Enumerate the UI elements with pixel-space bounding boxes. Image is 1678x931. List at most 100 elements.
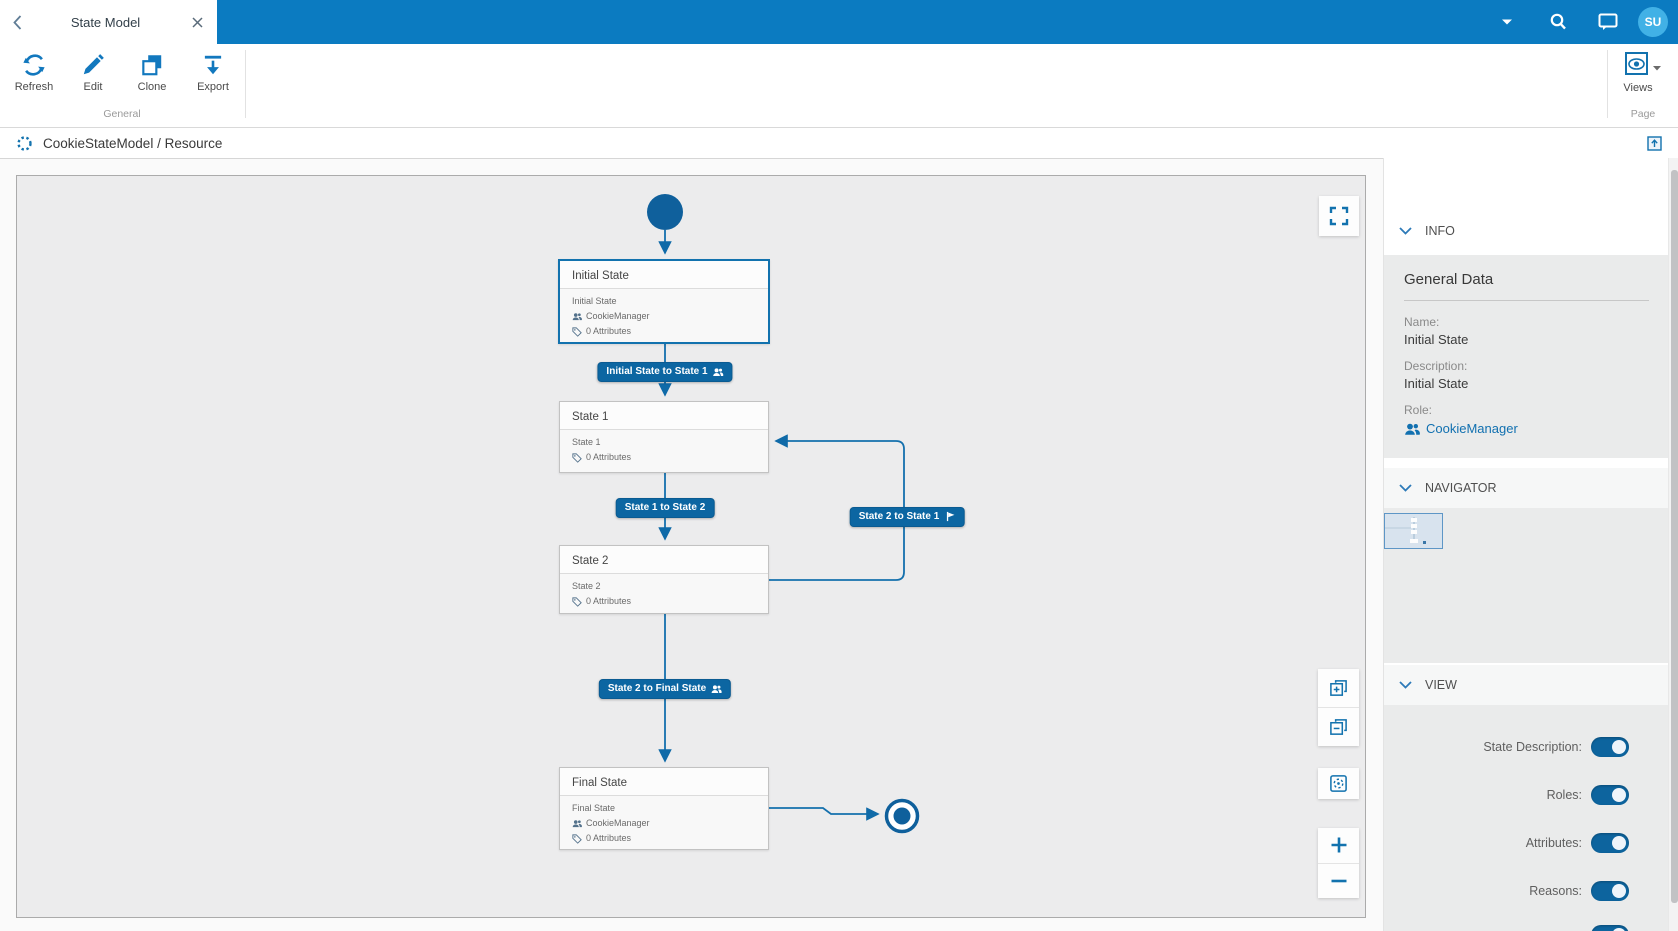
reasons-toggle[interactable]: [1591, 881, 1629, 901]
refresh-button[interactable]: Refresh: [4, 50, 64, 112]
node-final-state[interactable]: Final State Final State CookieManager 0 …: [559, 767, 769, 850]
transition-state2-to-final[interactable]: State 2 to Final State: [598, 679, 732, 699]
eye-icon: [1628, 57, 1645, 70]
toggle-row-reasons: Reasons:: [1384, 881, 1629, 901]
views-caret[interactable]: [1652, 59, 1662, 77]
transition-state1-to-state2[interactable]: State 1 to State 2: [615, 498, 715, 518]
expand-collapse-card: [1318, 669, 1359, 746]
chevron-left-icon: [12, 14, 21, 30]
zoom-in-button[interactable]: [1318, 828, 1359, 863]
transition-initial-to-state1[interactable]: Initial State to State 1: [597, 362, 733, 382]
refresh-icon: [23, 54, 45, 76]
fit-to-view-icon: [1330, 775, 1347, 792]
chevron-down-icon: [1502, 19, 1512, 25]
expand-all-button[interactable]: [1318, 669, 1359, 707]
chevron-down-icon: [1653, 66, 1661, 71]
diagram-canvas[interactable]: Initial State Initial State CookieManage…: [16, 175, 1366, 918]
tag-icon: [572, 597, 582, 607]
export-button[interactable]: Export: [183, 50, 243, 112]
collapse-ribbon-button[interactable]: [1646, 135, 1662, 151]
top-bar: [0, 0, 1678, 44]
roles-toggle[interactable]: [1591, 785, 1629, 805]
clone-button[interactable]: Clone: [122, 50, 182, 112]
section-info-title: INFO: [1425, 224, 1455, 238]
tab-strip: State Model: [0, 0, 217, 44]
section-view[interactable]: VIEW: [1384, 665, 1668, 705]
edit-button[interactable]: Edit: [63, 50, 123, 112]
ribbon-divider-right: [1607, 50, 1608, 118]
partial-toggle[interactable]: [1591, 925, 1629, 931]
chat-icon: [1598, 13, 1618, 30]
zoom-out-button[interactable]: [1318, 862, 1359, 899]
transition-label: Initial State to State 1: [606, 366, 708, 377]
transition-state2-to-state1[interactable]: State 2 to State 1: [849, 507, 965, 527]
search-button[interactable]: [1544, 0, 1572, 44]
users-icon: [713, 367, 724, 377]
navigator-content: [1384, 508, 1668, 663]
avatar-initials: SU: [1644, 15, 1662, 29]
node-attributes: 0 Attributes: [586, 833, 632, 843]
transition-label: State 2 to State 1: [858, 511, 940, 522]
node-state-2[interactable]: State 2 State 2 0 Attributes: [559, 545, 769, 614]
plus-icon: [1331, 837, 1346, 853]
toggle-row-state-description: State Description:: [1384, 737, 1629, 757]
users-icon: [1404, 422, 1420, 436]
topbar-dropdown-caret[interactable]: [1494, 0, 1520, 44]
node-description: State 2: [572, 581, 601, 591]
node-title: State 1: [560, 402, 768, 430]
fit-to-view-button[interactable]: [1318, 768, 1359, 799]
minimap-thumbnail: [1385, 517, 1426, 544]
chevron-down-icon: [1399, 227, 1412, 235]
back-button[interactable]: [0, 0, 34, 44]
node-title: Initial State: [560, 261, 768, 289]
minus-icon: [1331, 879, 1346, 883]
edit-label: Edit: [83, 81, 103, 93]
tag-icon: [572, 327, 582, 337]
scrollbar-thumb[interactable]: [1670, 170, 1678, 903]
start-node[interactable]: [647, 194, 683, 230]
collapse-all-icon: [1330, 718, 1347, 735]
navigator-minimap[interactable]: [1384, 513, 1443, 549]
users-icon: [572, 312, 582, 321]
ribbon-divider: [245, 50, 246, 118]
node-role: CookieManager: [586, 818, 650, 828]
section-navigator-title: NAVIGATOR: [1425, 481, 1497, 495]
attributes-toggle[interactable]: [1591, 833, 1629, 853]
collapse-all-button[interactable]: [1318, 707, 1359, 746]
tab-title: State Model: [70, 14, 141, 30]
panel-scrollbar[interactable]: [1668, 158, 1678, 931]
node-attributes: 0 Attributes: [586, 326, 632, 336]
name-value: Initial State: [1404, 332, 1469, 347]
node-state-1[interactable]: State 1 State 1 0 Attributes: [559, 401, 769, 473]
users-icon: [711, 684, 722, 694]
fullscreen-button[interactable]: [1319, 196, 1359, 236]
state-description-toggle[interactable]: [1591, 737, 1629, 757]
views-label: Views: [1623, 82, 1653, 94]
node-initial-state[interactable]: Initial State Initial State CookieManage…: [558, 259, 770, 344]
node-title: State 2: [560, 546, 768, 574]
role-label: Role:: [1404, 403, 1433, 417]
diagram-connectors: [647, 194, 920, 834]
node-description: State 1: [572, 437, 601, 447]
tag-icon: [572, 453, 582, 463]
info-content: General Data Name: Initial State Descrip…: [1384, 255, 1668, 458]
toggle-label: Reasons:: [1529, 884, 1582, 898]
description-value: Initial State: [1404, 376, 1469, 391]
chevron-down-icon: [1399, 484, 1412, 492]
tab-close-button[interactable]: [177, 0, 217, 44]
chevron-down-icon: [1399, 681, 1412, 689]
ribbon: Refresh Edit Clone Export General Vi: [0, 44, 1678, 128]
node-title: Final State: [560, 768, 768, 796]
ribbon-group-page: Page: [1630, 108, 1656, 120]
section-navigator[interactable]: NAVIGATOR: [1384, 468, 1668, 508]
role-link[interactable]: CookieManager: [1426, 421, 1518, 436]
views-button[interactable]: [1625, 52, 1648, 75]
users-icon: [572, 819, 582, 828]
transition-label: State 2 to Final State: [607, 683, 707, 694]
chat-button[interactable]: [1594, 0, 1622, 44]
flag-icon: [944, 511, 955, 522]
toggle-label: Attributes:: [1525, 836, 1582, 850]
end-node[interactable]: [884, 798, 920, 834]
section-info[interactable]: INFO: [1384, 211, 1668, 251]
avatar[interactable]: SU: [1638, 7, 1668, 37]
